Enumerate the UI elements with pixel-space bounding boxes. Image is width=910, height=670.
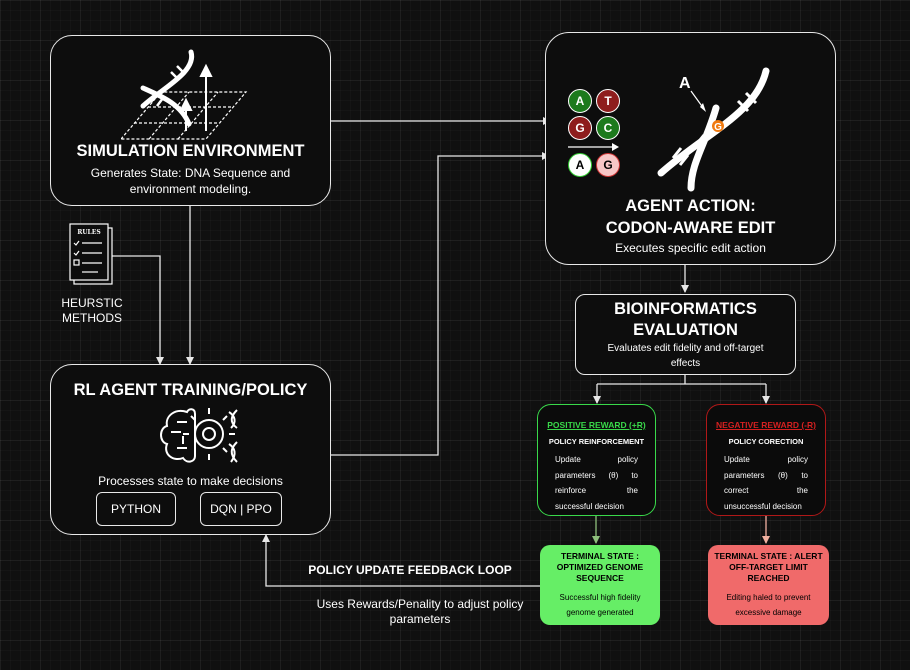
arrow-rl-to-action xyxy=(330,152,550,456)
heuristics-label: HEURSTIC METHODS xyxy=(61,296,123,325)
nucleotide-a: A xyxy=(568,89,592,113)
edit-arrow-icon xyxy=(568,143,619,151)
nucleotide-c: C xyxy=(596,116,620,140)
terminal-success-node[interactable]: TERMINAL STATE : OPTIMIZED GENOME SEQUEN… xyxy=(540,545,660,625)
rl-agent-description: Processes state to make decisions xyxy=(98,474,283,488)
agent-action-node[interactable]: A T G C A G A G AGENT ACTION: CODON-AWAR… xyxy=(545,32,836,265)
agent-action-description: Executes specific edit action xyxy=(615,241,766,255)
terminal-success-body: Successful high fidelity genome generate… xyxy=(559,593,641,617)
feedback-description: Uses Rewards/Penality to adjust policy p… xyxy=(316,597,524,626)
bio-title-1: BIOINFORMATICS xyxy=(614,300,757,318)
terminal-failure-body: Editing haled to prevent excessive damag… xyxy=(726,593,811,617)
positive-reward-node[interactable]: POSITIVE REWARD (+R) POLICY REINFORCEMEN… xyxy=(537,404,656,516)
negative-reward-subtitle: POLICY CORECTION xyxy=(728,437,804,446)
edit-base-g: G xyxy=(596,153,620,177)
svg-text:RULES: RULES xyxy=(77,229,100,236)
arrow-bio-split xyxy=(597,375,766,385)
rl-agent-title: RL AGENT TRAINING/POLICY xyxy=(73,381,308,399)
bioinformatics-node[interactable]: BIOINFORMATICS EVALUATION Evaluates edit… xyxy=(575,294,796,375)
dqn-ppo-tag[interactable]: DQN | PPO xyxy=(200,492,282,526)
bio-title-2: EVALUATION xyxy=(633,321,738,339)
negative-reward-body: Update policy parameters (θ) to correct … xyxy=(724,455,808,511)
dna-grid-icon xyxy=(121,49,248,140)
agent-action-title-1: AGENT ACTION: xyxy=(625,197,756,215)
positive-reward-title: POSITIVE REWARD (+R) xyxy=(547,420,646,430)
negative-reward-node[interactable]: NEGATIVE REWARD (-R) POLICY CORECTION Up… xyxy=(706,404,826,516)
positive-reward-body: Update policy parameters (θ) to reinforc… xyxy=(555,455,638,511)
svg-text:G: G xyxy=(714,122,722,133)
negative-reward-title: NEGATIVE REWARD (-R) xyxy=(716,420,816,430)
dna-edit-icon: G xyxy=(657,67,770,192)
terminal-failure-title: TERMINAL STATE : ALERT OFF-TARGET LIMIT … xyxy=(714,551,823,583)
simulation-title: SIMULATION ENVIRONMENT xyxy=(76,142,305,160)
positive-reward-subtitle: POLICY REINFORCEMENT xyxy=(548,437,645,446)
rules-document-icon: RULES xyxy=(69,223,113,285)
bio-description: Evaluates edit fidelity and off-target e… xyxy=(607,343,764,369)
nucleotide-t: T xyxy=(596,89,620,113)
simulation-environment-node[interactable]: SIMULATION ENVIRONMENT Generates State: … xyxy=(50,35,331,206)
agent-action-title-2: CODON-AWARE EDIT xyxy=(605,219,776,237)
arrow-feedback xyxy=(262,534,540,587)
terminal-success-title: TERMINAL STATE : OPTIMIZED GENOME SEQUEN… xyxy=(556,551,644,583)
brain-gear-icon xyxy=(160,408,238,463)
pointer-letter: A xyxy=(679,75,691,92)
python-tag[interactable]: PYTHON xyxy=(96,492,176,526)
edit-base-a: A xyxy=(568,153,592,177)
simulation-description: Generates State: DNA Sequence and enviro… xyxy=(90,166,291,196)
arrow-heuristics-to-rl xyxy=(112,255,164,365)
nucleotide-g: G xyxy=(568,116,592,140)
terminal-failure-node[interactable]: TERMINAL STATE : ALERT OFF-TARGET LIMIT … xyxy=(708,545,829,625)
feedback-title: POLICY UPDATE FEEDBACK LOOP xyxy=(308,563,512,577)
rl-agent-node[interactable]: RL AGENT TRAINING/POLICY Processes state… xyxy=(50,364,331,535)
